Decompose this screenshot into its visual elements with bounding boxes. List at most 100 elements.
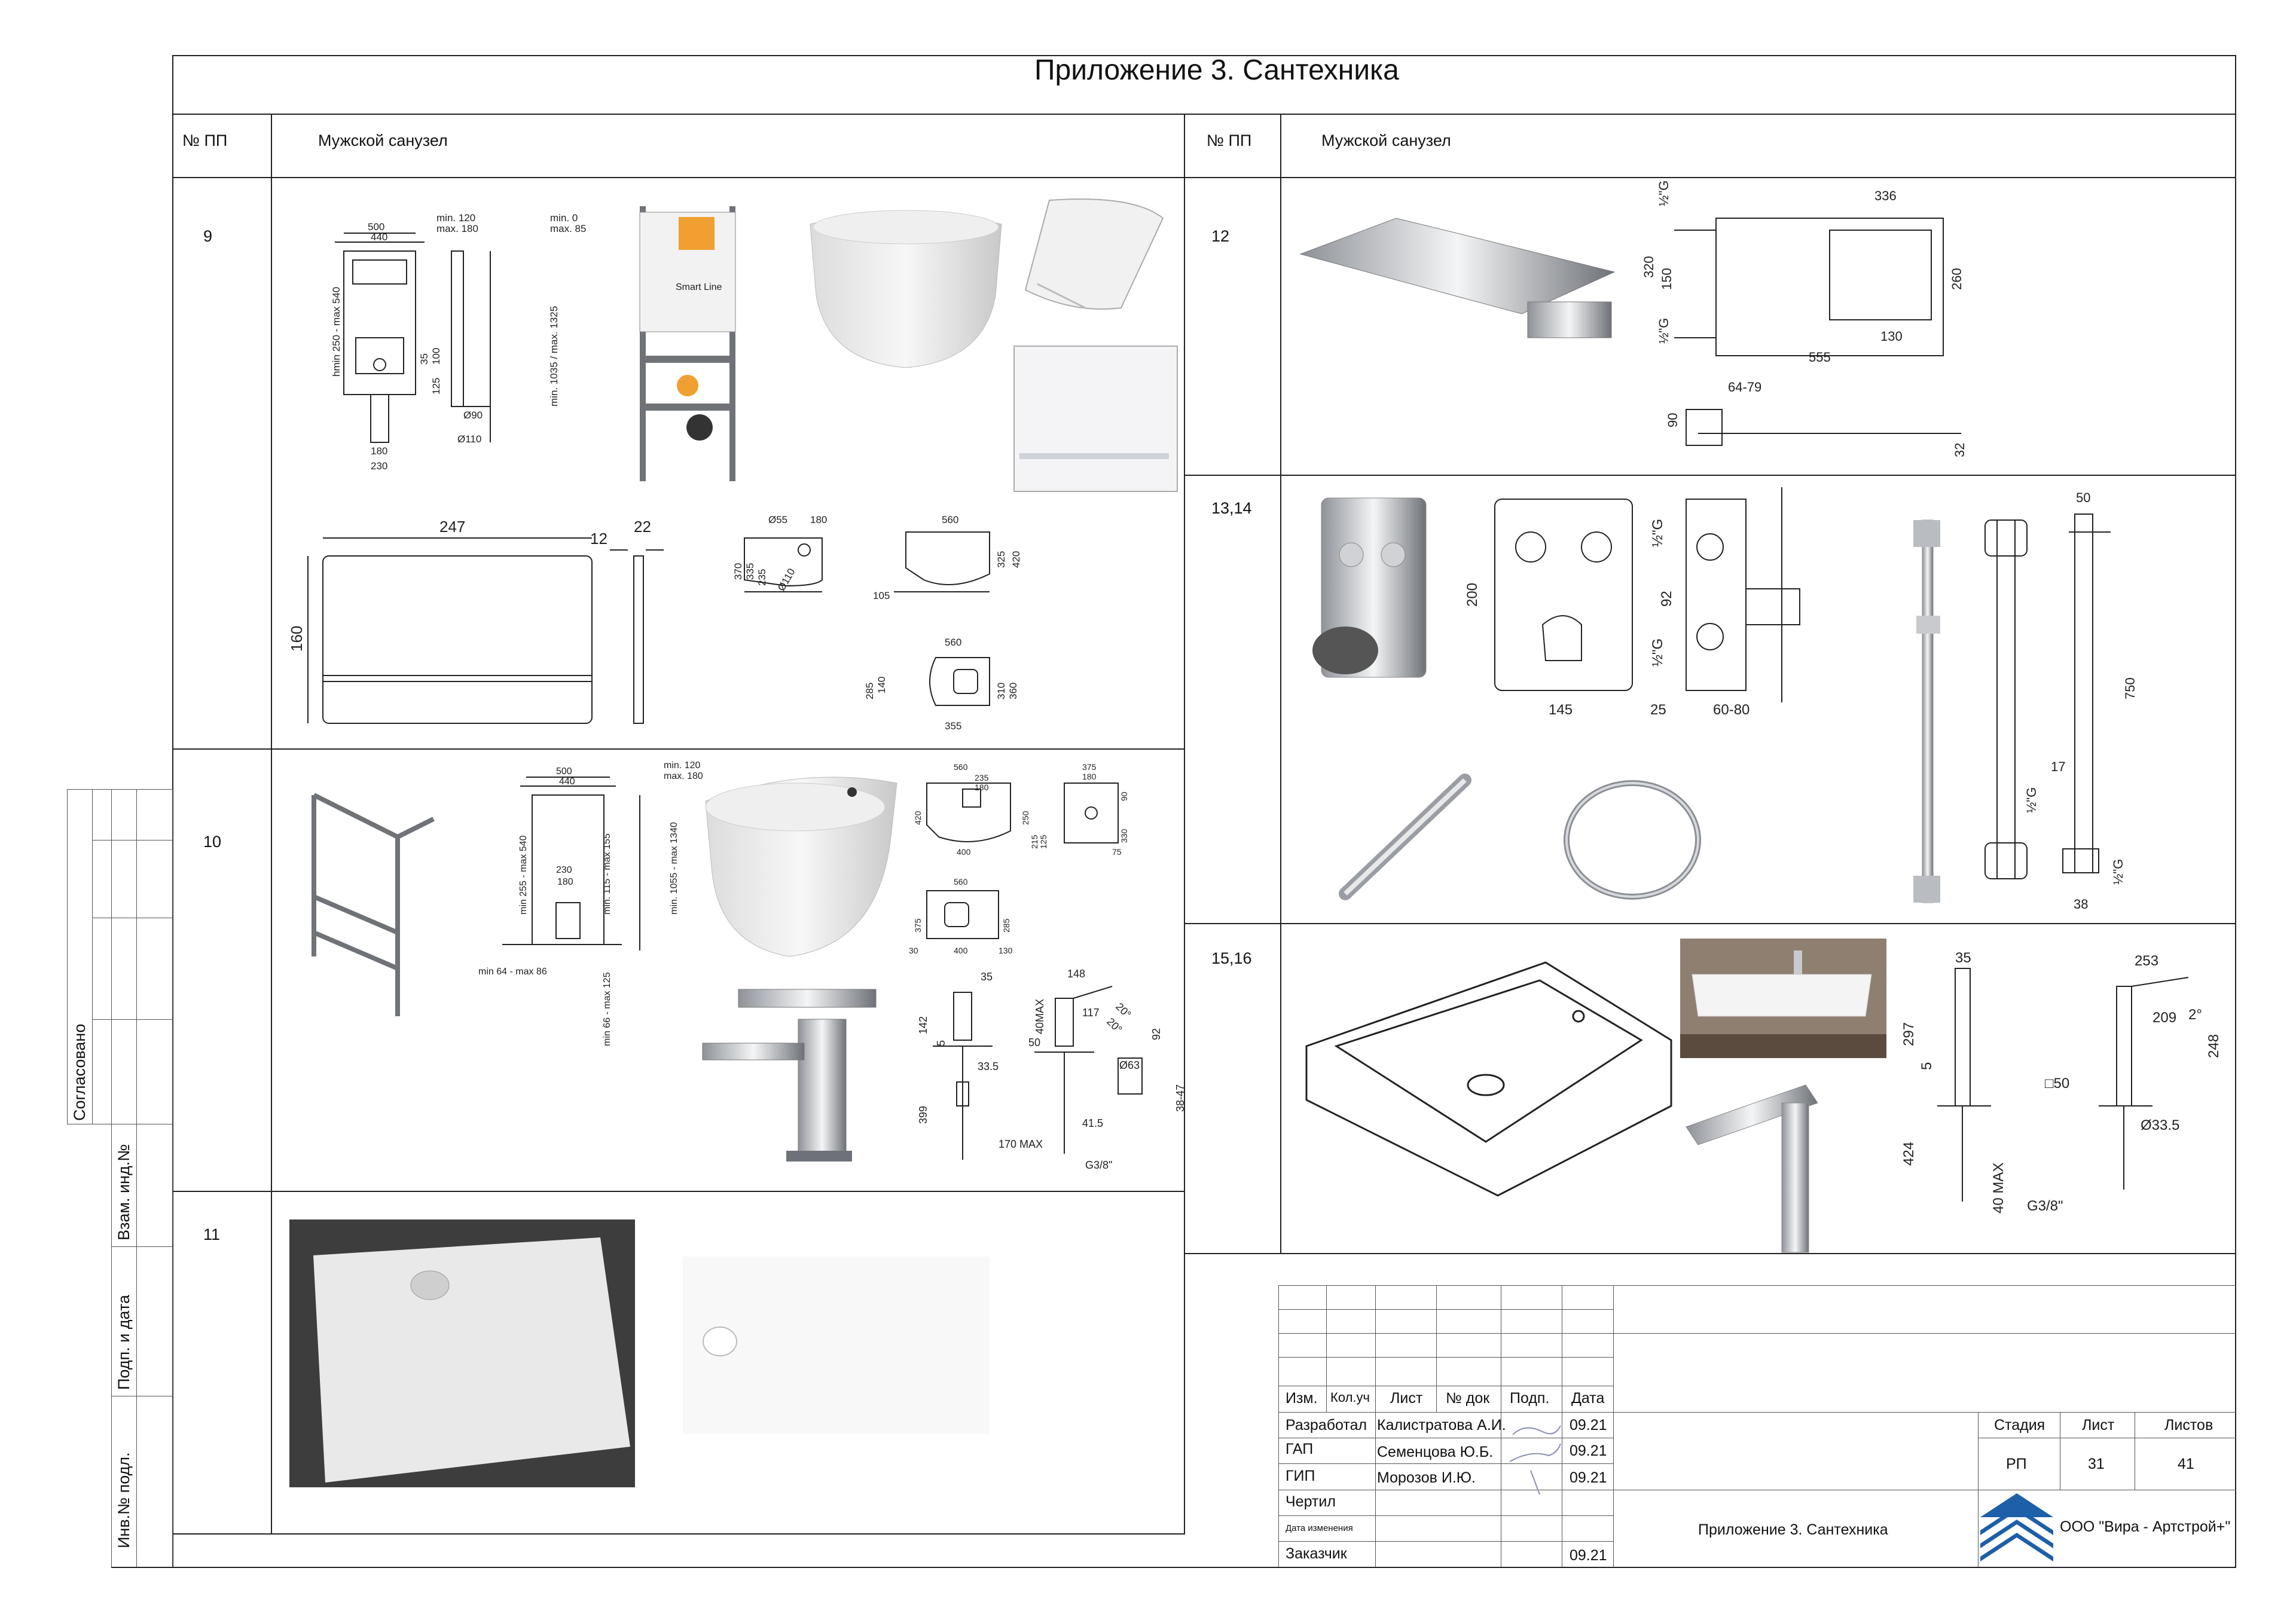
- row-number-12: 12: [1211, 227, 1230, 245]
- dim-label: 336: [1874, 188, 1897, 203]
- dim-label: 40MAX: [1034, 999, 1046, 1034]
- dim-label: 5: [1919, 1062, 1935, 1070]
- dim-label: 235: [975, 773, 989, 783]
- bidet-drawings: 560 235 180 420 400 250 215 125 375 180 …: [903, 759, 1130, 962]
- tb-date: 09.21: [1570, 1547, 1607, 1564]
- dim-label: G3/8": [2027, 1198, 2063, 1214]
- dim-label: 250: [1021, 811, 1030, 825]
- dim-label: 420: [913, 811, 923, 825]
- dim-label: min. 120: [436, 212, 475, 224]
- dim-label: 145: [1549, 702, 1573, 718]
- dim-label: 560: [954, 762, 968, 772]
- dim-label: 12: [590, 530, 607, 548]
- dim-label: min. 1035 / max. 1325: [548, 306, 560, 406]
- dim-label: 17: [2051, 759, 2065, 774]
- dim-label: 375: [913, 918, 923, 933]
- shower-rail-drawing: 50 750 17 ½"G ½"G 38: [1973, 490, 2176, 921]
- dim-label: 35: [419, 353, 430, 365]
- dim-label: min 64 - max 86: [478, 967, 547, 977]
- tb-name: Семенцова Ю.Б.: [1377, 1444, 1494, 1460]
- tb-doc-title: Приложение 3. Сантехника: [1698, 1521, 1888, 1538]
- signature: [1509, 1425, 1561, 1495]
- dim-label: 400: [954, 946, 968, 955]
- dim-label: 140: [876, 677, 887, 693]
- dim-label: 230: [371, 460, 387, 472]
- dim-label: 248: [2206, 1034, 2222, 1058]
- tb-col-list: Лист: [1390, 1390, 1423, 1407]
- section-right: Мужской санузел: [1321, 132, 1451, 149]
- dim-label: 180: [371, 445, 387, 457]
- tb-sheet: 31: [2088, 1456, 2105, 1472]
- row-number-11: 11: [203, 1225, 221, 1243]
- dim-label: 355: [945, 720, 961, 732]
- section-left: Мужской санузел: [318, 132, 448, 149]
- rain-shower-drawing: 336 320 150 260 130 555 ½"G ½"G 64-79 90…: [1638, 181, 1973, 457]
- dim-label: 180: [975, 783, 989, 792]
- dim-label: 60-80: [1713, 702, 1750, 718]
- dim-label: 33.5: [978, 1060, 999, 1072]
- tb-date: 09.21: [1570, 1469, 1607, 1486]
- dim-label: ½"G: [2024, 787, 2039, 813]
- dim-label: 235: [756, 569, 768, 586]
- dim-label: 170 MAX: [999, 1138, 1043, 1150]
- brand-label: Smart Line: [676, 282, 722, 292]
- dim-label: 285: [1002, 918, 1011, 933]
- flush-plate-drawing: 247 160 12 22: [287, 514, 670, 729]
- tb-col-data: Дата: [1571, 1390, 1605, 1407]
- dim-label: □50: [2045, 1075, 2069, 1092]
- tb-role: Дата изменения: [1286, 1523, 1353, 1533]
- toilet-drawing-side: Ø55 180 370 335 235 Ø110 560 325 420 105…: [726, 508, 1037, 747]
- rain-shower-head-photo: [1299, 206, 1616, 344]
- thermostatic-mixer-drawing: 200 92 ½"G ½"G 145 25 60-80: [1459, 487, 1860, 732]
- dim-label: 399: [917, 1106, 929, 1124]
- dim-label: 180: [1082, 772, 1097, 781]
- tb-sheets: 41: [2178, 1456, 2194, 1472]
- dim-label: min. 0: [550, 212, 578, 224]
- tb-col-kol: Кол.уч: [1330, 1390, 1370, 1405]
- washbasin-drawing: [1300, 950, 1677, 1202]
- dim-label: 125: [430, 378, 442, 395]
- dim-label: 247: [439, 518, 465, 536]
- tb-date: 09.21: [1570, 1442, 1607, 1459]
- dim-label: 130: [1880, 329, 1903, 344]
- dim-label: hmin 250 - max 540: [331, 287, 342, 377]
- tb-stage-label: Стадия: [1994, 1417, 2045, 1434]
- bidet-photo: [700, 765, 903, 962]
- tb-col-ndok: № док: [1446, 1390, 1490, 1407]
- bidet-mixer-drawing: 35 142 5 399 33.5 148 40MAX 117 20° 20° …: [909, 962, 1190, 1184]
- dim-label: 360: [1007, 683, 1019, 699]
- stamp-inv-replace: Взам. инд.№: [115, 1144, 133, 1240]
- dim-label: Ø33.5: [2141, 1117, 2179, 1133]
- dim-label: 420: [1010, 551, 1022, 568]
- flush-plate-photo: [1013, 346, 1178, 492]
- bidet-frame-drawing: 500 440 min. 120 max. 180 min 255 - max …: [466, 759, 718, 1046]
- dim-label: 440: [559, 777, 575, 787]
- wc-frame-drawing: 500 440 min. 120 max. 180 min. 0 max. 85…: [311, 209, 610, 472]
- washbasin-photo: [1680, 939, 1886, 1058]
- dim-label: 117: [1082, 1007, 1100, 1019]
- col-number-right: № ПП: [1207, 132, 1252, 149]
- dim-label: 555: [1809, 350, 1831, 365]
- dim-label: max. 180: [436, 223, 478, 234]
- dim-label: Ø110: [775, 567, 798, 593]
- dim-label: 50: [1028, 1037, 1040, 1049]
- tb-role: ГАП: [1286, 1441, 1314, 1457]
- stamp-agreed: Согласовано: [71, 1023, 88, 1121]
- dim-label: 180: [557, 877, 573, 887]
- dim-label: 335: [744, 563, 756, 580]
- dim-label: 310: [996, 683, 1007, 699]
- tb-col-izm: Изм.: [1286, 1390, 1318, 1407]
- dim-label: min. 115 - max 155: [602, 833, 612, 915]
- dim-label: 64-79: [1728, 380, 1761, 395]
- hand-shower-photo: [1333, 768, 1477, 906]
- dim-label: 92: [1659, 591, 1675, 607]
- dim-label: 35: [1955, 950, 1971, 966]
- dim-label: 297: [1901, 1022, 1917, 1046]
- wall-hung-toilet-photo: [804, 200, 1007, 374]
- dim-label: 160: [288, 626, 306, 652]
- thermostatic-mixer-photo: [1309, 495, 1429, 692]
- dim-label: 325: [996, 551, 1007, 568]
- row-number-9: 9: [203, 227, 213, 245]
- dim-label: 130: [999, 946, 1013, 955]
- tb-sheets-label: Листов: [2164, 1417, 2213, 1434]
